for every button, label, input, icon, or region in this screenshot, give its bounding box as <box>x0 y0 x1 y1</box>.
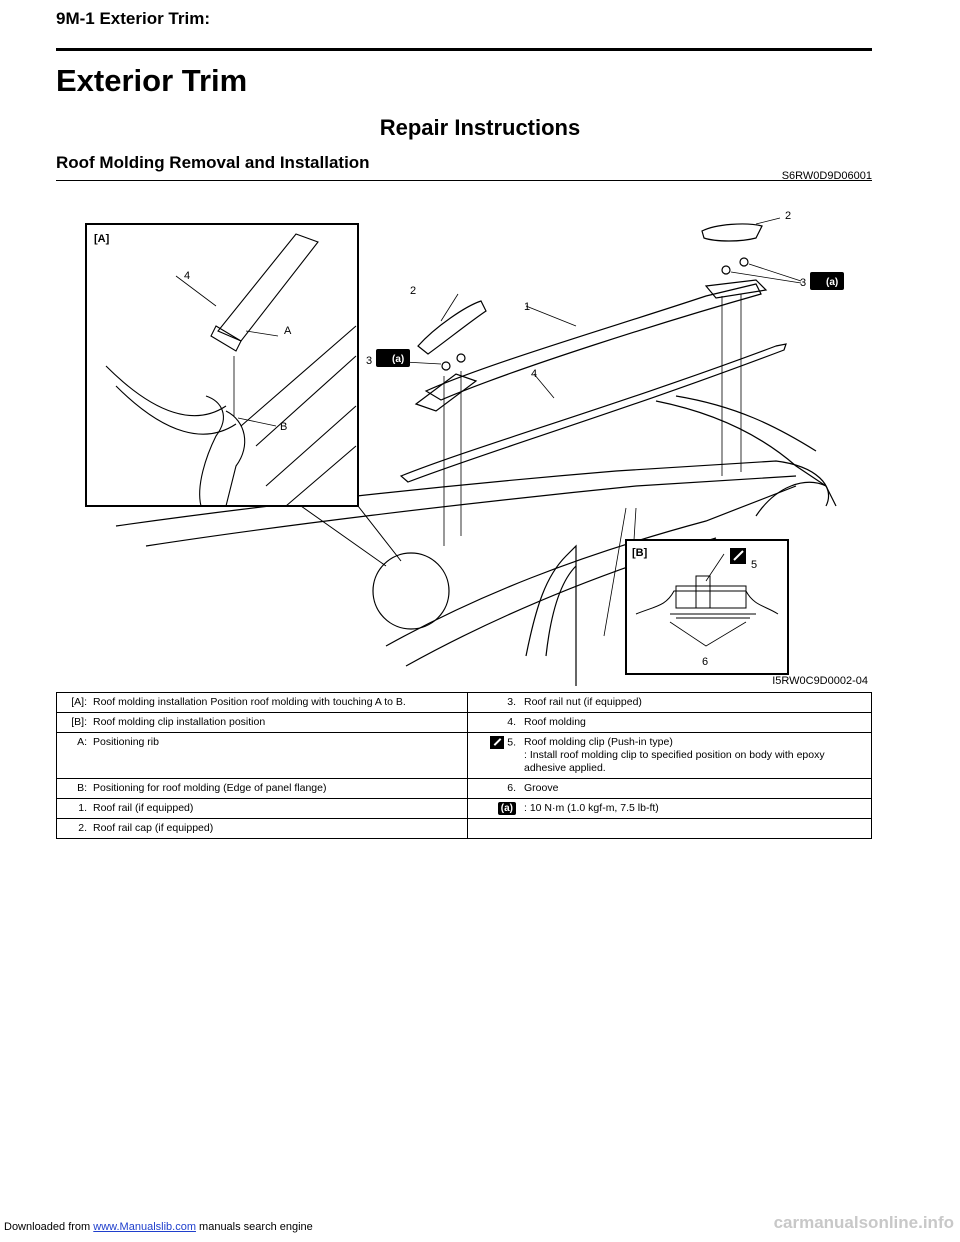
legend-key: B: <box>56 778 89 799</box>
legend-key: 5. <box>507 736 516 749</box>
legend-desc: Roof molding clip (Push-in type): Instal… <box>520 732 872 779</box>
legend-desc: : 10 N·m (1.0 kgf-m, 7.5 lb-ft) <box>520 797 872 820</box>
legend-row: A: Positioning rib 5. Roof molding clip … <box>56 732 872 779</box>
procedure-id: S6RW0D9D06001 <box>781 170 872 182</box>
torque-symbol-label: (a) <box>826 277 838 288</box>
legend-desc: Roof molding installation Position roof … <box>89 692 468 713</box>
torque-symbol-rear: (a) <box>810 272 844 290</box>
legend-desc: Roof rail nut (if equipped) <box>520 692 872 713</box>
legend-desc: Roof molding <box>520 712 872 733</box>
legend-key: 2. <box>56 818 89 840</box>
legend-key: 4. <box>467 712 520 733</box>
figure-image-id: I5RW0C9D0002-04 <box>772 675 868 686</box>
rear-roof-line-2 <box>675 395 817 452</box>
legend-row: 2. Roof rail cap (if equipped) <box>56 818 872 840</box>
door-frame-inner <box>545 565 577 657</box>
roof-rail-nut <box>441 361 451 371</box>
procedure-title-bar: Roof Molding Removal and Installation S6… <box>56 152 872 182</box>
inset-b: [B] 5 6 <box>603 507 789 675</box>
legend-desc: Roof rail (if equipped) <box>89 797 468 820</box>
footer-prefix: Downloaded from <box>4 1221 94 1233</box>
door-frame-line <box>525 544 577 686</box>
inset-a: [A] 4 A B <box>85 223 359 507</box>
rear-pillar <box>755 481 827 517</box>
legend-key: [B]: <box>56 712 89 733</box>
roof-rail-rear-foot <box>704 279 768 299</box>
roof-side-line <box>385 485 797 647</box>
callout-3-rear: 3 <box>800 277 806 289</box>
legend-row: [B]: Roof molding clip installation posi… <box>56 712 872 733</box>
callout-a: A <box>284 325 292 337</box>
footer-suffix: manuals search engine <box>195 1221 313 1233</box>
legend-desc-main: Roof molding clip (Push-in type) <box>524 736 673 748</box>
legend-desc: Groove <box>520 778 872 799</box>
installation-guide-lines <box>443 294 742 546</box>
rear-roof-line <box>655 400 837 507</box>
callout-b: B <box>280 421 287 433</box>
page-header: 9M-1 Exterior Trim: <box>56 8 872 51</box>
torque-symbol-label: (a) <box>392 354 404 365</box>
roof-edge-outline <box>115 460 830 527</box>
chapter-title: Exterior Trim <box>56 63 248 98</box>
roof-molding-strip <box>399 343 787 483</box>
torque-symbol-front: (a) <box>376 349 410 367</box>
adhesive-brush-icon <box>490 736 505 749</box>
callout-2-front: 2 <box>410 285 416 297</box>
download-footer: Downloaded from www.Manualslib.com manua… <box>4 1220 313 1234</box>
legend-row: 1. Roof rail (if equipped) (a) : 10 N·m … <box>56 797 872 820</box>
callout-1: 1 <box>524 301 530 313</box>
legend-key-with-icon: 5. <box>467 732 520 779</box>
inset-a-label: [A] <box>94 233 110 245</box>
legend-row: [A]: Roof molding installation Position … <box>56 692 872 713</box>
legend-key <box>467 818 520 840</box>
procedure-name: Roof Molding Removal and Installation <box>56 153 370 172</box>
roof-rail-cap-rear <box>701 223 763 242</box>
callout-4: 4 <box>184 270 190 282</box>
diagram-svg: [A] 4 A B [B] 5 6 2 <box>85 210 868 686</box>
callout-6: 6 <box>702 656 708 668</box>
legend-desc: Positioning for roof molding (Edge of pa… <box>89 778 468 799</box>
inset-b-label: [B] <box>632 547 648 559</box>
roof-rail-nut <box>739 257 749 267</box>
legend-desc: Positioning rib <box>89 732 468 779</box>
callout-5: 5 <box>751 559 757 571</box>
legend-table: [A]: Roof molding installation Position … <box>56 692 872 840</box>
legend-key: 3. <box>467 692 520 713</box>
legend-key: A: <box>56 732 89 779</box>
legend-row: B: Positioning for roof molding (Edge of… <box>56 778 872 799</box>
roof-panel-line <box>145 475 797 547</box>
callout-3-front: 3 <box>366 355 372 367</box>
legend-key: 6. <box>467 778 520 799</box>
section-title: 9M-1 Exterior Trim: <box>56 9 210 28</box>
roof-rail <box>424 283 762 401</box>
roof-rail-cap-front <box>417 300 487 355</box>
detail-magnifier <box>372 552 450 630</box>
legend-desc <box>520 818 872 840</box>
torque-wrench-icon: (a) <box>497 802 516 815</box>
roof-rail-nut <box>721 265 731 275</box>
roof-rail-front-foot <box>414 373 478 412</box>
legend-key: [A]: <box>56 692 89 713</box>
legend-key: 1. <box>56 797 89 820</box>
callout-4-main: 4 <box>531 368 537 380</box>
watermark-text: carmanualsonline.info <box>773 1213 954 1232</box>
legend-desc-note: : Install roof molding clip to specified… <box>524 749 825 774</box>
legend-desc: Roof molding clip installation position <box>89 712 468 733</box>
repair-instructions-heading: Repair Instructions <box>379 115 581 140</box>
legend-desc: Roof rail cap (if equipped) <box>89 818 468 840</box>
manualslib-link[interactable]: www.Manualslib.com <box>93 1221 196 1233</box>
roof-molding-diagram: [A] 4 A B [B] 5 6 2 <box>56 186 872 686</box>
roof-rail-nut <box>456 353 466 363</box>
callout-2-rear: 2 <box>785 210 791 222</box>
legend-key-with-icon: (a) <box>467 797 520 820</box>
